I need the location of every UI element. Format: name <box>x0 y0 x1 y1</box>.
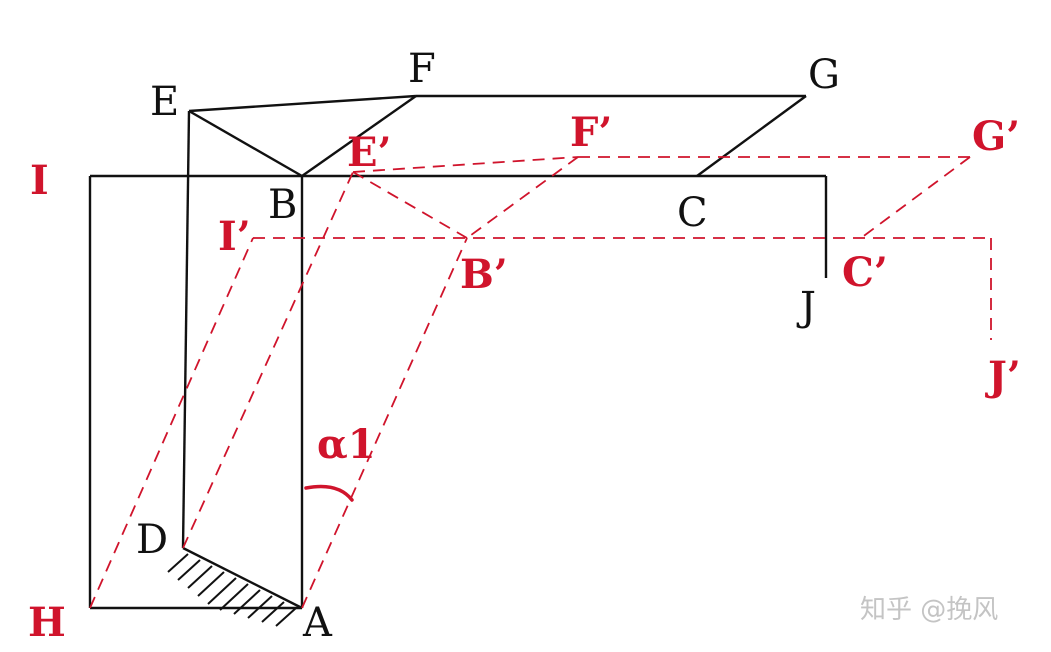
deformed-member-HI <box>89 237 254 609</box>
fixed-support-hatching <box>167 553 297 627</box>
label-F: F <box>408 46 436 92</box>
member-ED <box>181 110 191 549</box>
deformed-member-EF <box>352 156 579 173</box>
label-H: H <box>28 599 66 646</box>
deformed-structure <box>89 156 992 609</box>
label-G-prime: G’ <box>972 113 1020 160</box>
member-EB <box>188 109 303 178</box>
label-E: E <box>150 79 179 125</box>
member-EF <box>188 94 417 113</box>
label-C: C <box>677 190 708 236</box>
member-DA <box>182 546 303 610</box>
deformed-member-EB <box>352 171 468 239</box>
label-E-prime: E’ <box>347 129 391 176</box>
member-FB <box>301 95 417 177</box>
label-alpha: α1 <box>317 421 376 468</box>
label-B-prime: B’ <box>460 251 508 298</box>
label-I-prime: I’ <box>218 213 251 260</box>
deformed-member-GC <box>860 156 971 239</box>
label-J: J <box>796 284 816 330</box>
label-A: A <box>302 600 333 646</box>
label-G: G <box>808 52 840 98</box>
deformed-member-FB <box>466 156 579 239</box>
label-C-prime: C’ <box>842 249 888 296</box>
label-I: I <box>30 157 49 204</box>
label-D: D <box>136 517 168 563</box>
member-GC <box>696 95 807 177</box>
deformed-member-AB <box>301 237 468 609</box>
label-F-prime: F’ <box>570 109 612 156</box>
label-J-prime: J’ <box>985 353 1021 400</box>
deformed-member-DE <box>182 171 354 549</box>
angle-arc <box>304 484 354 502</box>
watermark: 知乎 @挽风 <box>860 595 998 625</box>
label-B: B <box>268 182 297 228</box>
original-structure <box>88 94 828 610</box>
